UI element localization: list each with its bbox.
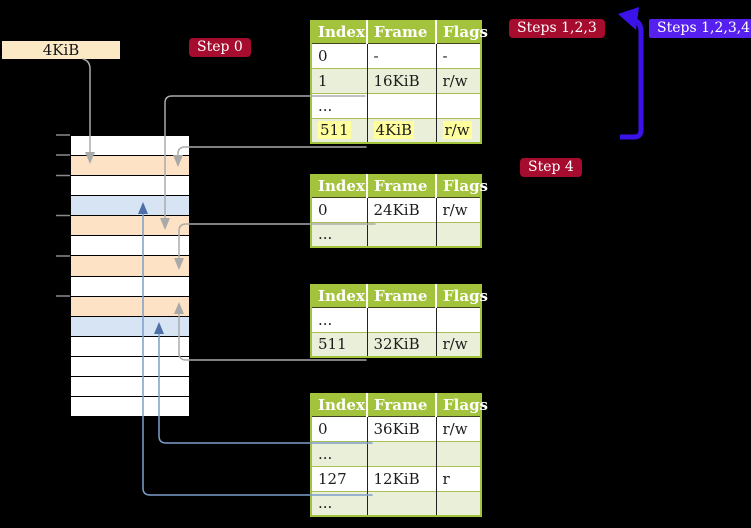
column-header: Flags bbox=[435, 285, 488, 308]
table-cell bbox=[435, 490, 481, 516]
table-cell bbox=[435, 221, 481, 247]
table-cell: r/w bbox=[435, 331, 481, 357]
table-row: ... bbox=[311, 306, 481, 332]
table-cell: 16KiB bbox=[366, 67, 436, 93]
memory-row-blue bbox=[71, 196, 189, 217]
column-header: Flags bbox=[435, 21, 488, 44]
table-cell: 24KiB bbox=[366, 196, 436, 222]
steps-loop-arrowhead bbox=[618, 7, 639, 30]
table-row: ... bbox=[311, 92, 481, 118]
column-header: Frame bbox=[366, 175, 436, 198]
table-cell bbox=[435, 440, 481, 466]
memory-row-white bbox=[71, 176, 189, 197]
column-header: Frame bbox=[366, 285, 436, 308]
memory-row-white bbox=[71, 236, 189, 257]
table-row: ... bbox=[311, 221, 481, 247]
highlighted-value: 4KiB bbox=[373, 121, 415, 140]
table-cell: 32KiB bbox=[366, 331, 436, 357]
table-cell: 511 bbox=[311, 117, 367, 143]
memory-row-orange bbox=[71, 256, 189, 277]
table-cell: 127 bbox=[311, 465, 367, 491]
table-row: ... bbox=[311, 440, 481, 466]
table-cell: - bbox=[435, 42, 481, 68]
table-row: ... bbox=[311, 490, 481, 516]
table-cell: r/w bbox=[435, 415, 481, 441]
step-0-badge: Step 0 bbox=[189, 38, 251, 57]
steps-123-badge: Steps 1,2,3 bbox=[509, 19, 605, 38]
column-header: Flags bbox=[435, 175, 488, 198]
table-cell: ... bbox=[311, 221, 367, 247]
step-4-badge: Step 4 bbox=[520, 158, 582, 177]
frame-size-label: 4KiB bbox=[2, 41, 120, 59]
memory-strip bbox=[70, 135, 190, 417]
table-cell: 4KiB bbox=[366, 117, 436, 143]
table-cell: r/w bbox=[435, 196, 481, 222]
table-row: 0-- bbox=[311, 42, 481, 68]
memory-row-orange bbox=[71, 296, 189, 317]
table-row: 511 4KiB r/w bbox=[311, 117, 481, 143]
memory-row-blue bbox=[71, 316, 189, 337]
table-cell bbox=[366, 306, 436, 332]
steps-1234-badge: Steps 1,2,3,4 bbox=[649, 19, 751, 38]
steps-loop-arrow bbox=[620, 17, 644, 140]
table-cell bbox=[435, 92, 481, 118]
memory-row-white bbox=[71, 397, 189, 417]
column-header: Frame bbox=[366, 394, 436, 417]
table-cell: ... bbox=[311, 306, 367, 332]
table-cell: 12KiB bbox=[366, 465, 436, 491]
table-cell bbox=[366, 440, 436, 466]
table-cell: ... bbox=[311, 490, 367, 516]
table-cell: ... bbox=[311, 440, 367, 466]
memory-row-orange bbox=[71, 216, 189, 237]
table-cell bbox=[366, 92, 436, 118]
memory-row-white bbox=[71, 356, 189, 377]
column-header: Index bbox=[311, 394, 367, 417]
highlighted-value: r/w bbox=[442, 121, 472, 140]
address-tick-marks bbox=[56, 134, 70, 297]
table-cell: 1 bbox=[311, 67, 367, 93]
column-header: Index bbox=[311, 21, 367, 44]
table-cell: 0 bbox=[311, 415, 367, 441]
table-cell: 36KiB bbox=[366, 415, 436, 441]
column-header: Index bbox=[311, 175, 367, 198]
memory-row-white bbox=[71, 136, 189, 157]
column-header: Frame bbox=[366, 21, 436, 44]
table-cell: 0 bbox=[311, 42, 367, 68]
table-cell bbox=[366, 221, 436, 247]
memory-row-white bbox=[71, 276, 189, 297]
table-cell bbox=[366, 490, 436, 516]
table-cell: r/w bbox=[435, 67, 481, 93]
column-header: Index bbox=[311, 285, 367, 308]
table-cell bbox=[435, 306, 481, 332]
memory-row-white bbox=[71, 376, 189, 398]
table-cell: 511 bbox=[311, 331, 367, 357]
arrow-pt1-entry511-to-frame bbox=[177, 146, 367, 156]
table-cell: - bbox=[366, 42, 436, 68]
memory-row-white bbox=[71, 336, 189, 357]
memory-row-orange bbox=[71, 156, 189, 177]
table-cell: ... bbox=[311, 92, 367, 118]
table-cell: r bbox=[435, 465, 481, 491]
table-cell: 0 bbox=[311, 196, 367, 222]
table-cell: r/w bbox=[435, 117, 481, 143]
highlighted-value: 511 bbox=[318, 121, 351, 140]
column-header: Flags bbox=[435, 394, 488, 417]
